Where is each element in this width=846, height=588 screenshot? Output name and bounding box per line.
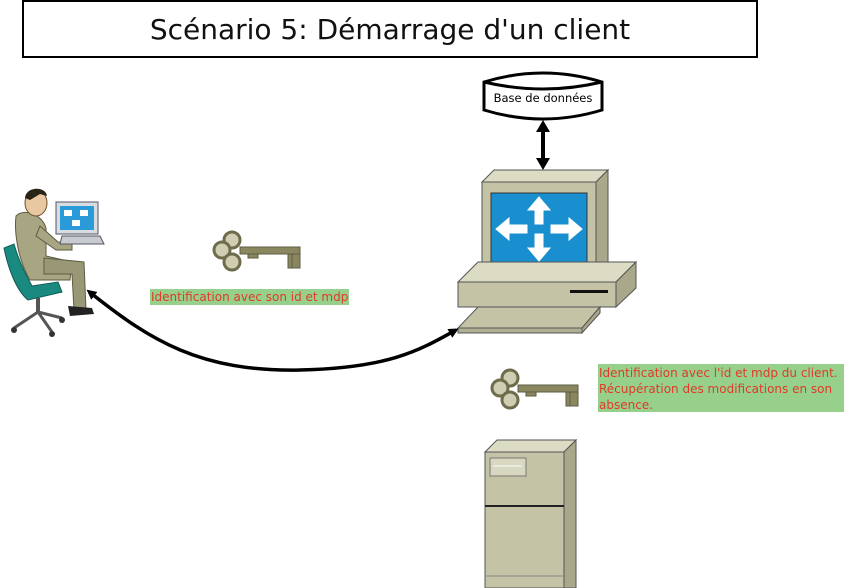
database-icon <box>482 71 604 121</box>
client-identification-note: Identification avec son id et mdp <box>150 289 350 305</box>
user-at-computer-icon <box>3 188 105 337</box>
key-icon <box>490 368 579 410</box>
db-router-link-arrow <box>536 120 550 170</box>
server-tower-icon <box>483 438 578 588</box>
key-icon <box>212 230 301 272</box>
diagram-title: Scénario 5: Démarrage d'un client <box>22 0 758 58</box>
router-monitor-icon <box>456 168 638 335</box>
server-identification-note: Identification avec l'id et mdp du clien… <box>598 364 844 412</box>
database-label: Base de données <box>493 91 593 105</box>
client-router-link-arrow <box>86 289 459 372</box>
